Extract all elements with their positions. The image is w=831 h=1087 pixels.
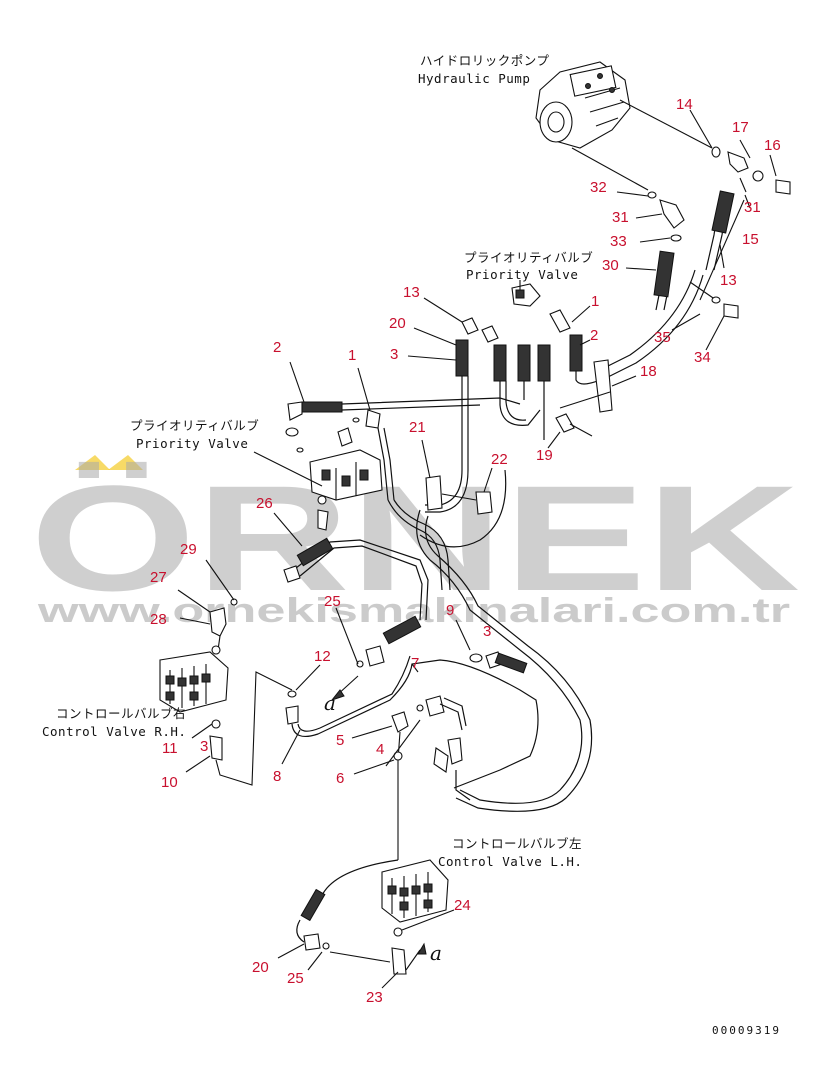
callout: 18 <box>640 363 657 380</box>
callout: 31 <box>612 209 629 226</box>
callout: 20 <box>252 959 269 976</box>
callout: 1 <box>591 293 599 310</box>
callout: 19 <box>536 447 553 464</box>
hydraulic-pump <box>535 61 631 149</box>
ref-letter-a-lower: a <box>430 941 442 965</box>
watermark: ÖRNEK www.ornekismakinalari.com.tr <box>30 454 800 630</box>
control-valve-rh <box>159 651 229 713</box>
callout: 33 <box>610 233 627 250</box>
control-valve-lh <box>381 859 449 923</box>
callout: 14 <box>676 96 693 113</box>
callout: 3 <box>200 738 208 755</box>
callout: 25 <box>324 593 341 610</box>
label-priority-valve-top-en: Priority Valve <box>466 267 578 282</box>
priority-valve-left <box>309 427 383 531</box>
callout: 21 <box>409 419 426 436</box>
priority-valve-top <box>511 280 541 307</box>
callout: 2 <box>273 339 281 356</box>
document-number: 00009319 <box>712 1024 781 1037</box>
callout: 31 <box>744 199 761 216</box>
callout: 34 <box>694 349 711 366</box>
callout: 27 <box>150 569 167 586</box>
callout: 2 <box>590 327 598 344</box>
callout: 9 <box>446 602 454 619</box>
callout: 35 <box>654 329 671 346</box>
callout: 32 <box>590 179 607 196</box>
callout: 17 <box>732 119 749 136</box>
label-control-valve-rh-jp: コントロールバルブ右 <box>56 706 186 721</box>
watermark-brand: ÖRNEK <box>30 454 800 622</box>
callout: 20 <box>389 315 406 332</box>
callout: 26 <box>256 495 273 512</box>
callout: 15 <box>742 231 759 248</box>
label-control-valve-rh-en: Control Valve R.H. <box>42 724 186 739</box>
callout: 30 <box>602 257 619 274</box>
label-priority-valve-left-jp: プライオリティバルブ <box>130 418 259 433</box>
label-hydraulic-pump-en: Hydraulic Pump <box>418 71 530 86</box>
callout: 25 <box>287 970 304 987</box>
top-hose-bundle <box>425 309 601 513</box>
callout: 3 <box>483 623 491 640</box>
ref-letter-a-upper: a <box>324 691 336 715</box>
callout-numbers: 14 17 16 31 15 32 31 33 13 30 1 2 13 20 … <box>150 96 781 1006</box>
label-control-valve-lh-jp: コントロールバルブ左 <box>452 836 582 851</box>
callout: 22 <box>491 451 508 468</box>
callout: 23 <box>366 989 383 1006</box>
callout: 5 <box>336 732 344 749</box>
callout: 1 <box>348 347 356 364</box>
label-control-valve-lh-en: Control Valve L.H. <box>438 854 582 869</box>
callout: 3 <box>390 346 398 363</box>
label-hydraulic-pump-jp: ハイドロリックポンプ <box>420 53 549 68</box>
callout: 6 <box>336 770 344 787</box>
watermark-accent-left <box>75 455 110 470</box>
callout: 16 <box>764 137 781 154</box>
label-priority-valve-left-en: Priority Valve <box>136 436 248 451</box>
watermark-accent-right <box>108 455 143 470</box>
callout: 7 <box>411 655 419 672</box>
callout: 29 <box>180 541 197 558</box>
callout: 4 <box>376 741 384 758</box>
label-priority-valve-top-jp: プライオリティバルブ <box>464 250 593 265</box>
callout: 13 <box>403 284 420 301</box>
callout: 24 <box>454 897 471 914</box>
callout: 11 <box>162 740 178 757</box>
callout: 8 <box>273 768 281 785</box>
callout: 28 <box>150 611 167 628</box>
callout: 13 <box>720 272 737 289</box>
callout: 12 <box>314 648 331 665</box>
callout: 10 <box>161 774 178 791</box>
